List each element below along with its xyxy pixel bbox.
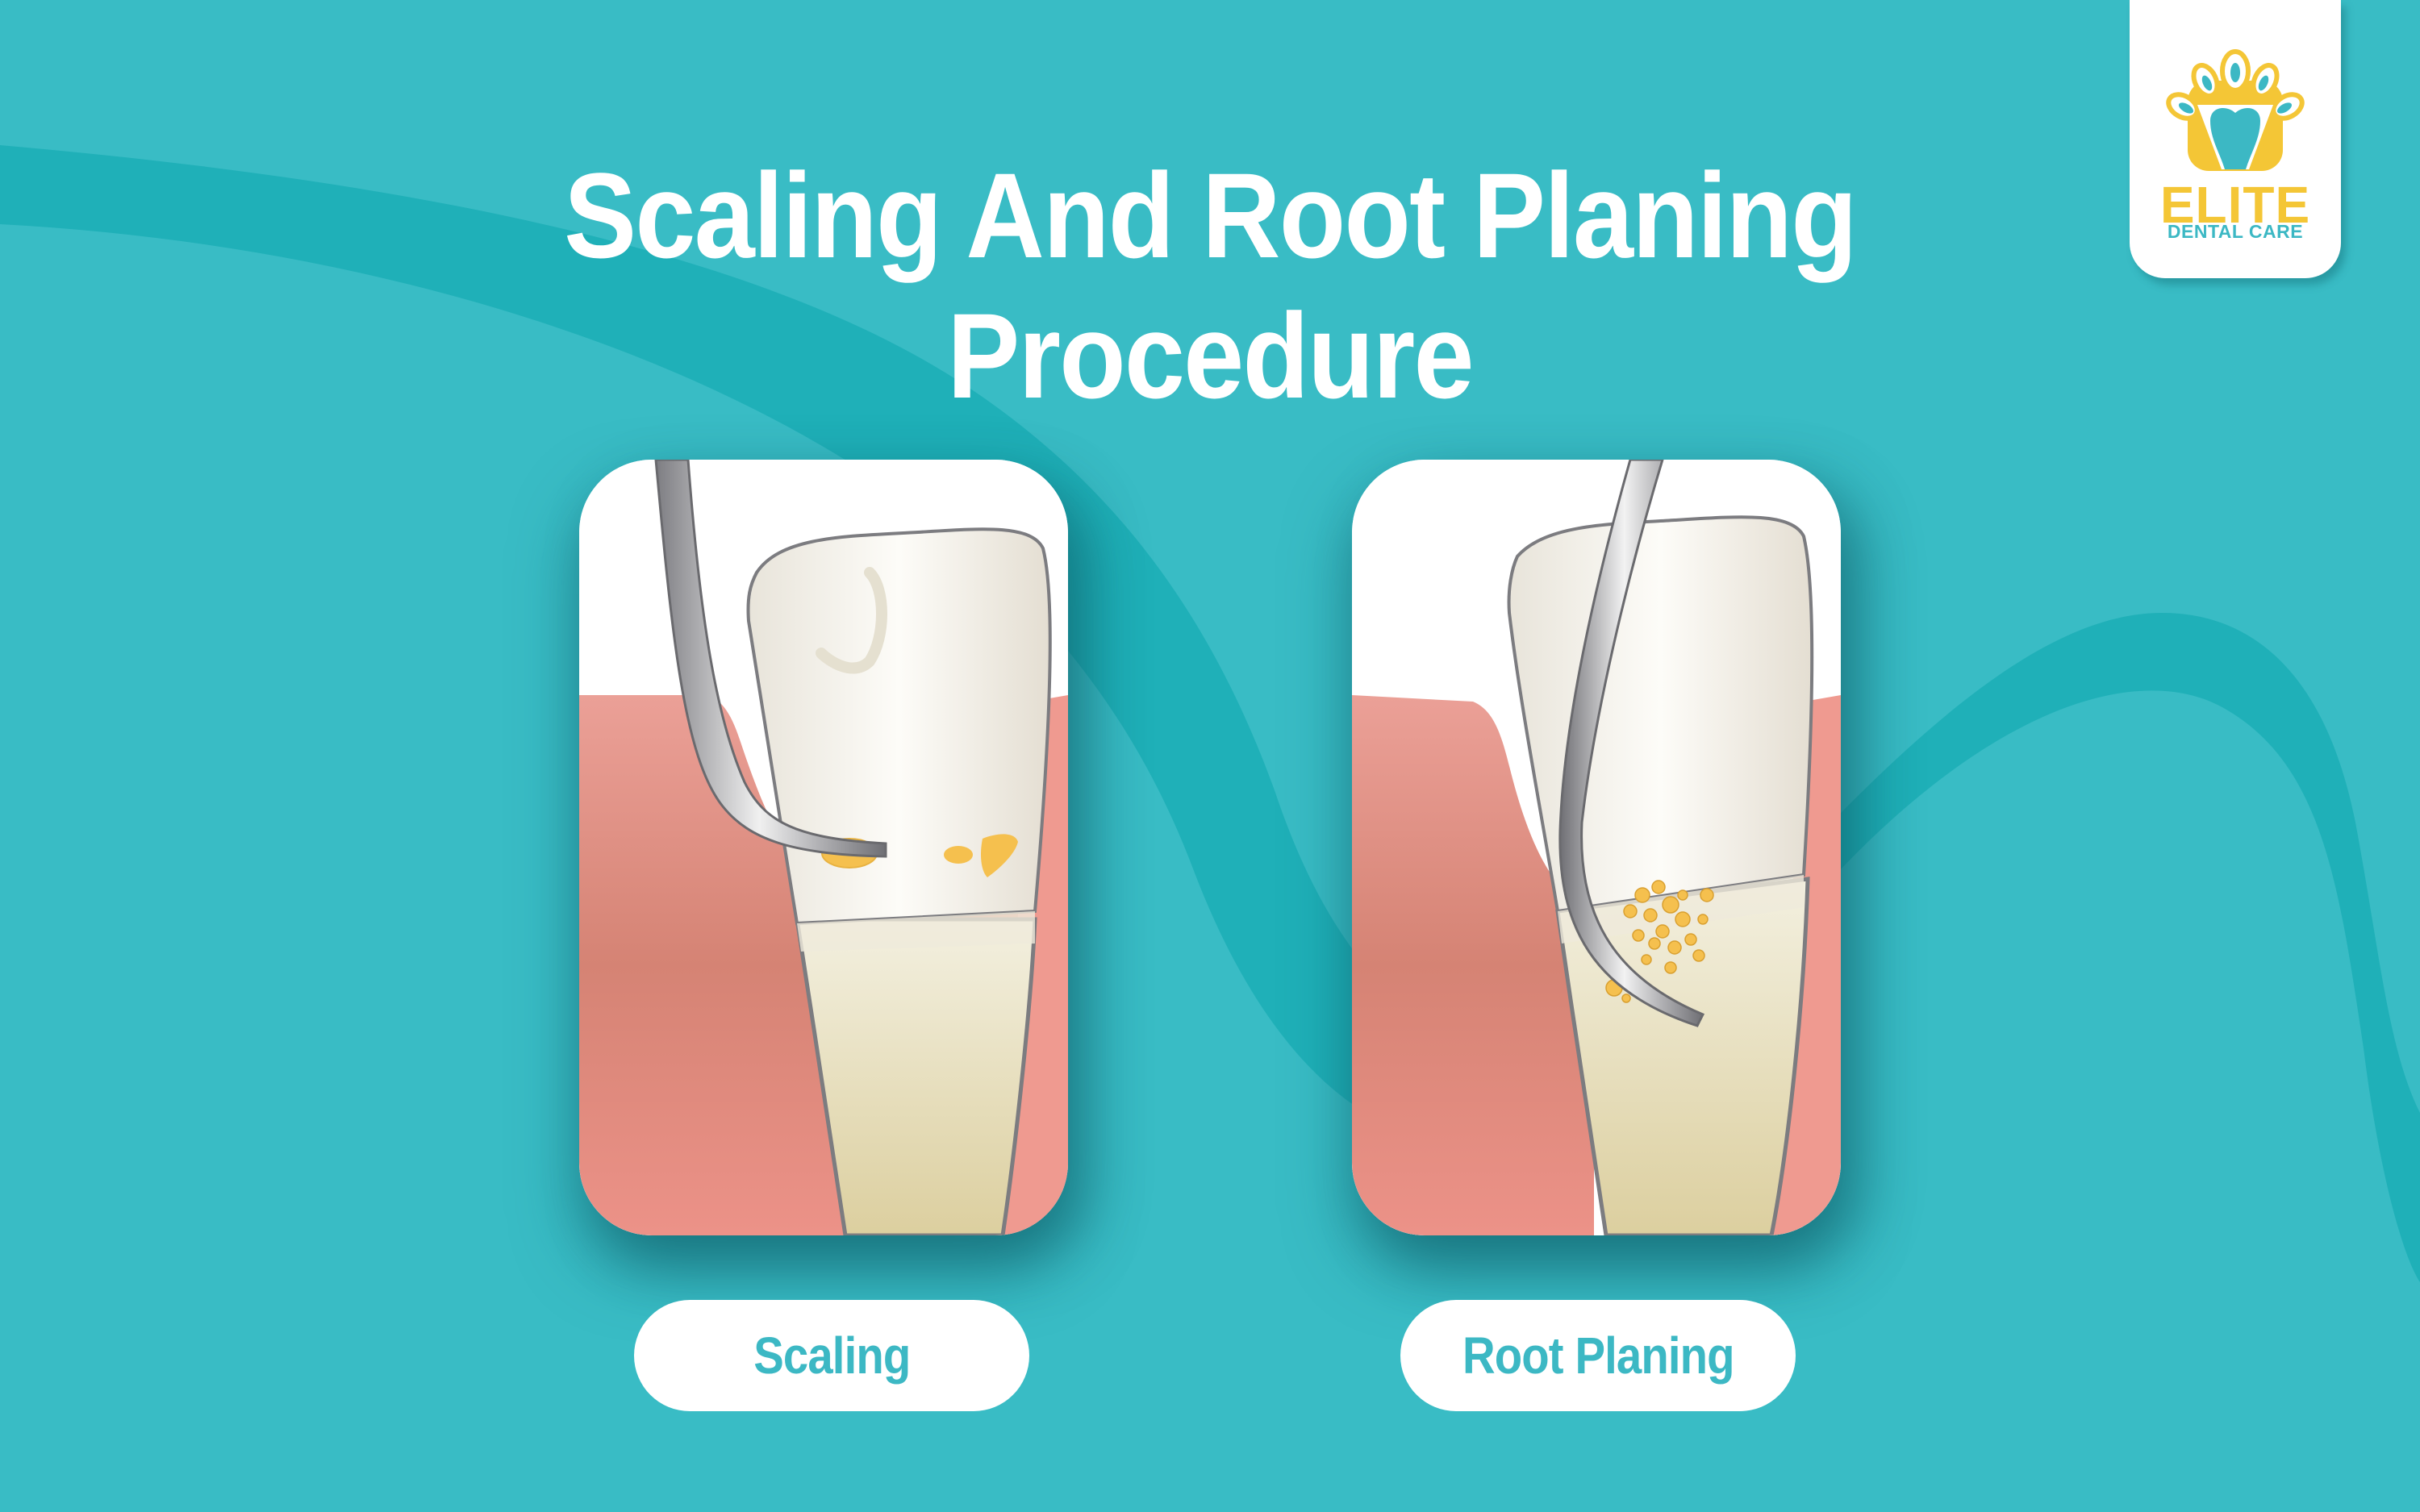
tooth-curette-root-planing-illustration	[1352, 460, 1841, 1235]
title-line-2: Procedure	[947, 288, 1474, 423]
logo-card: ELITE DENTAL CARE	[2130, 0, 2341, 278]
tooth-crown-logo-icon	[2166, 49, 2305, 171]
root-planing-label-text: Root Planing	[1462, 1327, 1735, 1385]
scaling-label-text: Scaling	[753, 1327, 911, 1385]
root-planing-label: Root Planing	[1400, 1300, 1796, 1411]
page-title: Scaling And Root Planing Procedure	[121, 145, 2299, 426]
scaling-label: Scaling	[634, 1300, 1029, 1411]
logo-subtitle-text: DENTAL CARE	[2167, 221, 2304, 242]
title-line-1: Scaling And Root Planing	[564, 148, 1858, 283]
scaling-illustration-panel	[579, 460, 1068, 1235]
root-planing-illustration-panel	[1352, 460, 1841, 1235]
logo-brand-text: ELITE	[2159, 176, 2311, 234]
tooth-scaler-calculus-illustration	[579, 460, 1068, 1235]
